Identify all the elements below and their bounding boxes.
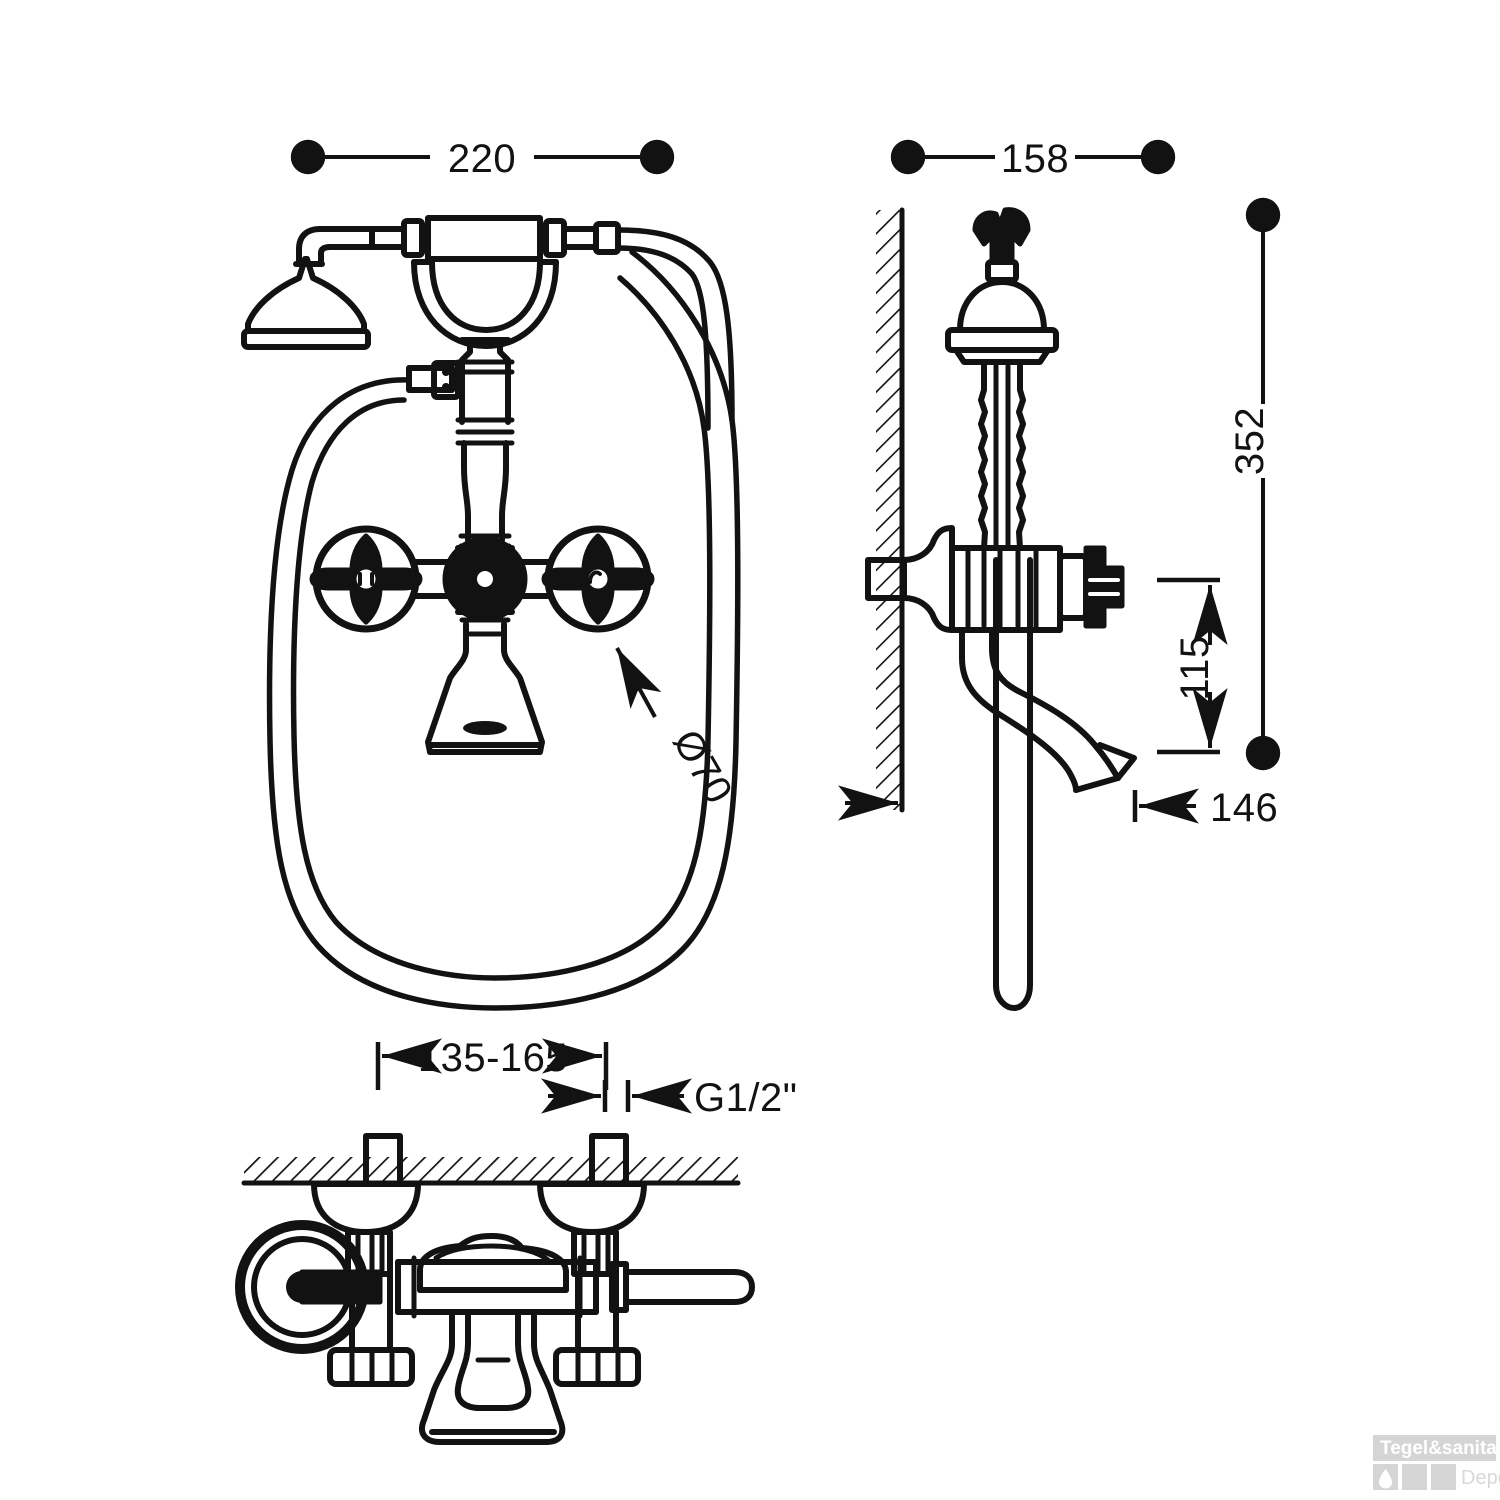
shower-head-elbow: [296, 226, 375, 265]
hanging-hose-side: [993, 557, 1033, 1011]
shower-cradle-top: [945, 207, 1059, 365]
shower-cradle-bracket: [369, 215, 621, 349]
left-handle-hub-marks: [358, 572, 374, 586]
handle-edge-grooves: [1088, 578, 1120, 596]
top-wall-hatch-fill: [244, 1157, 738, 1183]
top-handle-hub: [286, 1271, 318, 1303]
watermark-brand-bar: [1373, 1435, 1496, 1461]
top-spout-down: [419, 1311, 566, 1445]
cradle-finial: [972, 207, 1031, 265]
left-handle-hub: [351, 564, 381, 594]
lever-bar-outline: [623, 1269, 755, 1305]
riser-lower-shaft: [461, 440, 509, 543]
water-drop-icon: [1379, 1469, 1392, 1489]
riser-side-inner-lines: [993, 363, 1011, 551]
dimension-146-spout-reach: 146: [1132, 786, 1278, 830]
spout-aerator: [463, 721, 507, 735]
shower-head-faceplate: [241, 328, 371, 350]
top-body-inner-verticals: [411, 1255, 583, 1319]
flange-wall-stub: [865, 557, 907, 601]
front-elevation-view: [241, 215, 741, 1011]
handle-edge-shape: [1083, 545, 1125, 629]
watermark-logo: Tegel&sanitair Depot: [1373, 1435, 1500, 1490]
elbow-inner: [318, 244, 375, 265]
hose-elbow-pipe: [406, 365, 455, 393]
valve-body-ribs: [965, 545, 1039, 633]
wall-hatch-fill: [876, 210, 902, 810]
top-spout-inner: [454, 1311, 532, 1411]
dim-label-115: 115: [1173, 635, 1217, 700]
hose-outer-line: [266, 249, 741, 1011]
watermark-brand-text: Tegel&sanitair: [1380, 1438, 1500, 1459]
front-spout: [425, 621, 545, 755]
dim-label-158: 158: [1001, 137, 1069, 181]
cradle-bowl-outer: [411, 259, 559, 349]
top-plan-view: [235, 1133, 755, 1445]
lever-bar-collar: [609, 1261, 629, 1313]
hose-top-outer: [615, 227, 735, 423]
dimension-220-front-width: 220: [290, 137, 675, 181]
dim-label-g-half-inch: G1/2": [694, 1076, 797, 1120]
cradle-base: [953, 347, 1051, 365]
dimension-115-spout-height: 115: [1157, 577, 1228, 755]
wall-hatching: [876, 207, 905, 813]
valve-body-rect: [949, 545, 1063, 633]
dim-label-135-165: 135-165: [418, 1036, 568, 1080]
riser-left-top: [459, 337, 473, 401]
hose-elbow-dot-bottom: [442, 383, 450, 391]
dimension-158-side-width: 158: [890, 137, 1176, 181]
watermark-tile-3: [1431, 1464, 1456, 1490]
hose-inner-line: [290, 275, 713, 981]
riser-tube-side: [978, 359, 1026, 551]
top-wall-hatching: [241, 1157, 741, 1186]
cross-handle-edge-side: [1083, 545, 1125, 629]
spout-curve-lower: [959, 629, 1079, 793]
spout-outline: [425, 621, 545, 755]
hose-top-right-curve: [615, 227, 735, 431]
top-cross-handle-face: [235, 1220, 383, 1354]
hose-elbow-nut: [431, 360, 461, 400]
center-diverter-knob: [442, 536, 528, 623]
spout-tip: [1073, 742, 1137, 793]
riser-tube: [455, 337, 515, 549]
top-valve-body: [395, 1233, 599, 1319]
left-inlet-connection: [311, 1133, 421, 1387]
dim-label-146: 146: [1210, 786, 1278, 830]
dimension-135-165-inlet-spacing: 135-165: [375, 1036, 609, 1090]
riser-side-left-edge: [978, 359, 988, 551]
riser-right-top: [497, 337, 511, 401]
dimension-g-half-inch-thread: G1/2": [541, 1076, 797, 1120]
right-inlet-base-ribs: [575, 1349, 621, 1385]
hose-connector-elbow: [406, 360, 461, 400]
left-inlet-base-ribs: [349, 1349, 395, 1385]
dim-label-352: 352: [1228, 407, 1272, 475]
coiled-hose-loop: [266, 249, 741, 1011]
dimension-352-total-height: 352: [1228, 197, 1281, 771]
elbow-outer: [296, 226, 375, 265]
riser-side-right-edge: [1016, 359, 1026, 551]
top-center-boss: [417, 1233, 569, 1293]
diverter-center-hole: [477, 571, 493, 587]
top-center-boss-ridge: [433, 1243, 551, 1263]
left-cross-handle: [309, 525, 453, 633]
leader-line-diameter-70: [615, 647, 662, 718]
side-elevation-view: [865, 207, 1137, 1011]
right-handle-hub-mark: [588, 570, 602, 584]
top-spout-outline: [419, 1311, 566, 1445]
watermark-depot-text: Depot: [1461, 1467, 1500, 1489]
cradle-right-nut: [593, 221, 621, 255]
dim-label-220: 220: [448, 137, 516, 181]
cradle-bowl-inner: [429, 259, 543, 333]
hose-hang-outline: [993, 557, 1033, 1011]
hose-elbow-dot-top: [442, 368, 450, 376]
watermark-tile-2: [1402, 1464, 1427, 1490]
top-body-verticals: [395, 1259, 599, 1315]
hose-top-inner: [615, 245, 711, 431]
top-handle-lever: [609, 1261, 755, 1313]
cradle-dome: [957, 279, 1047, 333]
